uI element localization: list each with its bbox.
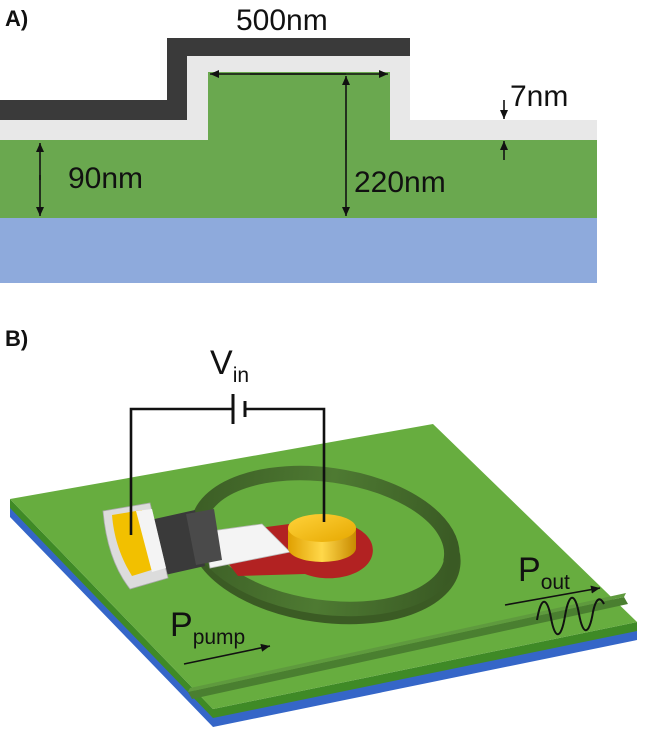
width-label: 500nm: [236, 4, 328, 37]
chip-substrate-side: [10, 506, 637, 727]
metal-layer: [0, 38, 410, 120]
voltage-source-circuit: [129, 394, 326, 535]
gold-cylinder-pad: [288, 514, 356, 562]
left-wire: [129, 407, 233, 535]
rib-height-label: 220nm: [354, 166, 446, 199]
cross-section: 500nm 220nm 90nm 7nm: [0, 4, 597, 283]
dark-contact-block-2: [186, 509, 222, 565]
bus-waveguide: [188, 593, 628, 699]
voltage-label: Vin: [210, 344, 249, 387]
white-pad-strip: [136, 509, 166, 572]
contact-arms: [102, 502, 373, 590]
output-arrow: [504, 585, 601, 606]
right-wire: [245, 407, 326, 522]
slab-height-label: 90nm: [68, 162, 143, 195]
pump-arrow: [183, 643, 271, 665]
panel-b-label: B): [5, 326, 28, 351]
chip-slab-side: [10, 499, 637, 718]
oxide-cladding: [0, 56, 597, 140]
silicon-layer: [0, 72, 597, 218]
cladding-label: 7nm: [510, 80, 568, 113]
panel-a-label: A): [5, 6, 28, 31]
substrate-layer: [0, 218, 597, 283]
output-label: Pout: [518, 551, 570, 594]
pump-label: Ppump: [170, 606, 245, 649]
output-wave: [536, 596, 605, 636]
